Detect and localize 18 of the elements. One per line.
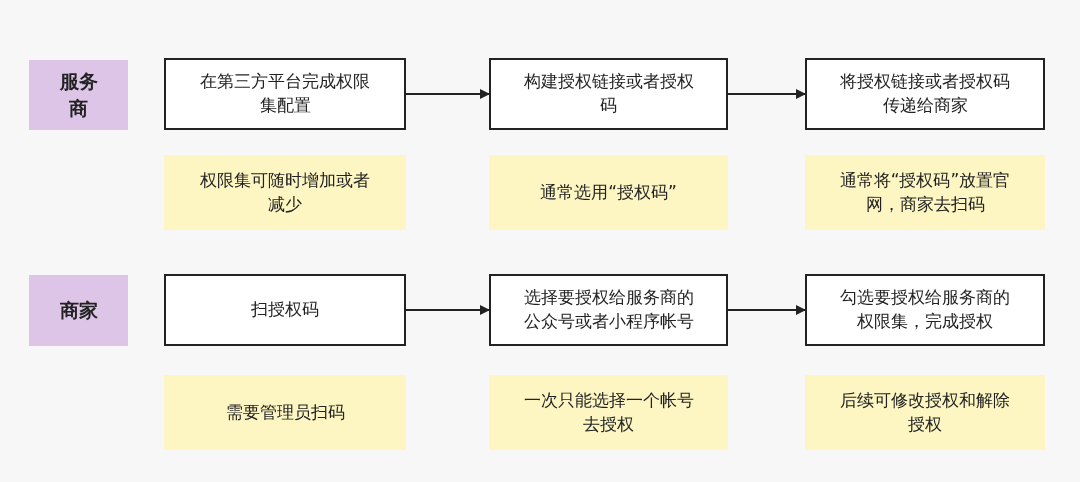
note-box: 一次只能选择一个帐号去授权 bbox=[489, 375, 728, 450]
process-box: 勾选要授权给服务商的权限集，完成授权 bbox=[805, 274, 1045, 346]
arrow bbox=[405, 89, 490, 99]
note-box: 后续可修改授权和解除授权 bbox=[805, 375, 1045, 450]
process-box: 在第三方平台完成权限集配置 bbox=[164, 58, 406, 130]
arrow bbox=[727, 89, 806, 99]
note-box: 需要管理员扫码 bbox=[164, 375, 406, 450]
role-label-box: 商家 bbox=[29, 275, 128, 346]
note-box: 权限集可随时增加或者减少 bbox=[164, 155, 406, 230]
note-box: 通常将“授权码”放置官网，商家去扫码 bbox=[805, 155, 1045, 230]
process-box: 将授权链接或者授权码传递给商家 bbox=[805, 58, 1045, 130]
note-box: 通常选用“授权码” bbox=[489, 155, 728, 230]
arrow bbox=[727, 305, 806, 315]
process-box: 扫授权码 bbox=[164, 274, 406, 346]
role-label-box: 服务商 bbox=[29, 60, 128, 130]
arrow bbox=[405, 305, 490, 315]
process-box: 构建授权链接或者授权码 bbox=[489, 58, 728, 130]
process-box: 选择要授权给服务商的公众号或者小程序帐号 bbox=[489, 274, 728, 346]
